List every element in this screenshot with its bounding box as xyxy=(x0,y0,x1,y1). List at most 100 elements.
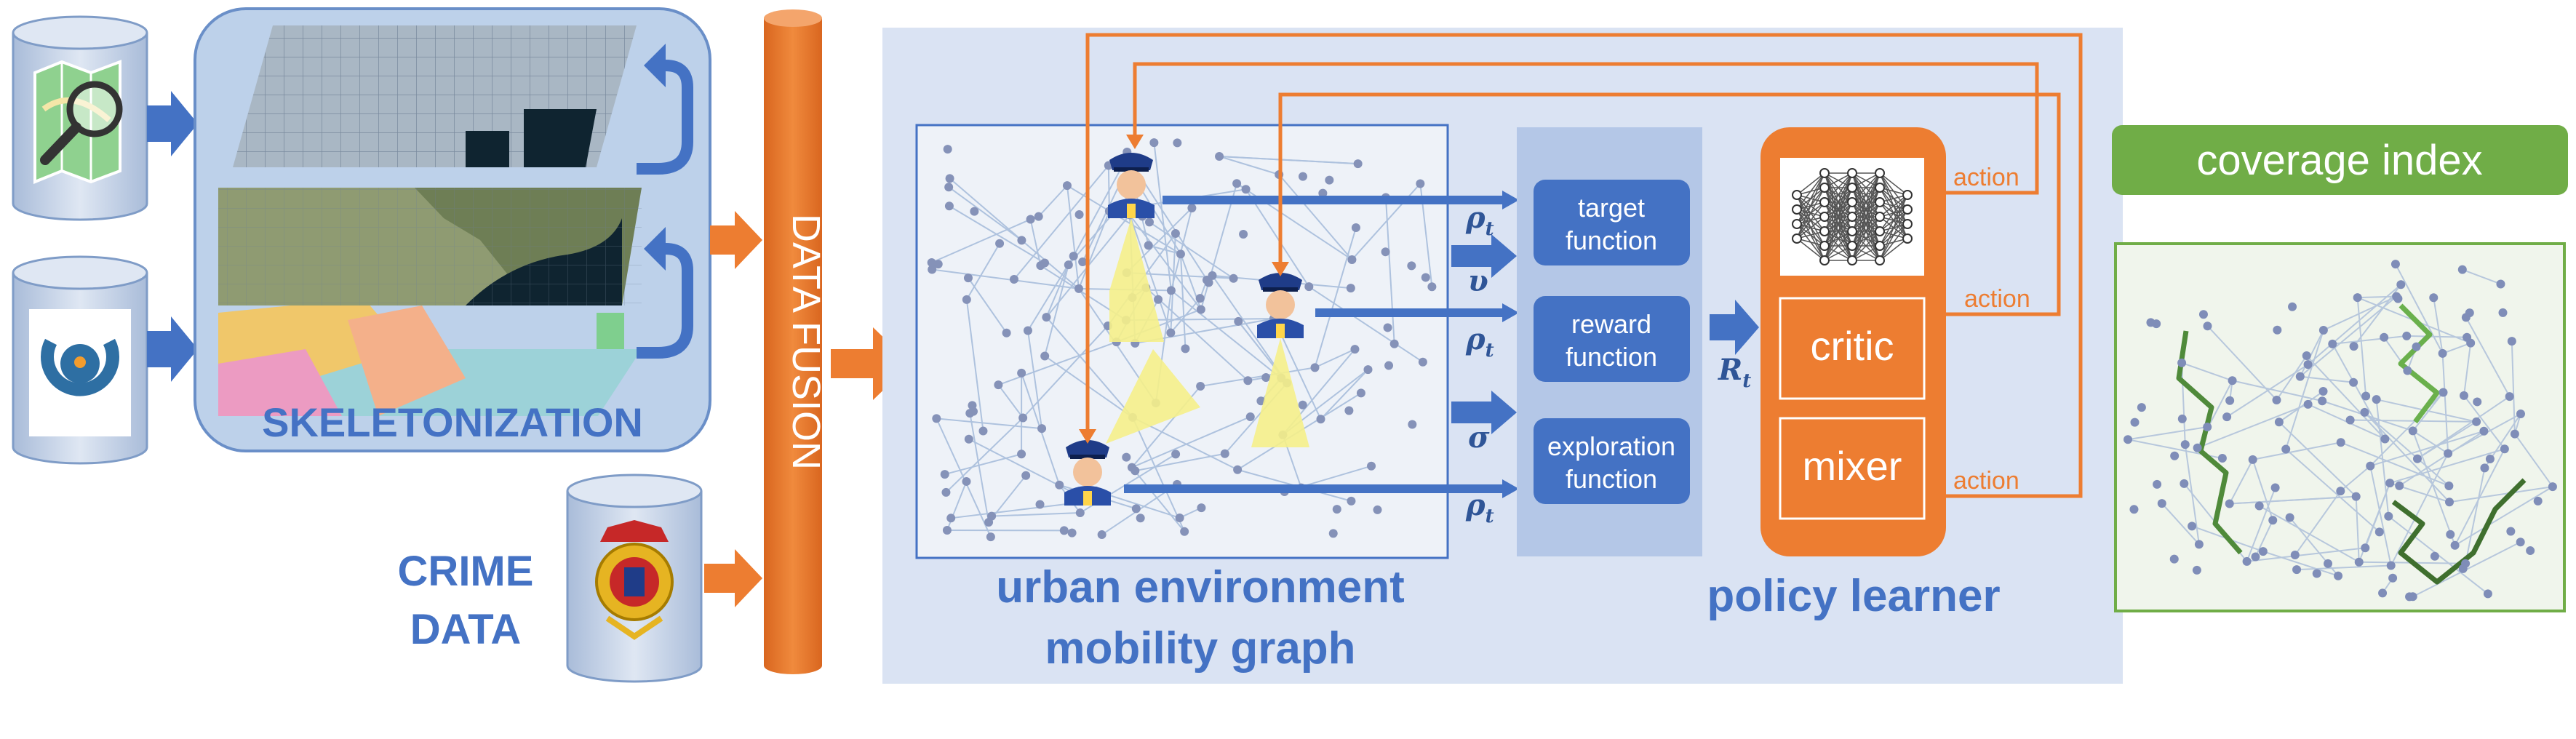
data-fusion-pillar: DATA FUSION xyxy=(764,9,828,674)
graph-node xyxy=(2272,395,2281,404)
graph-node xyxy=(2366,461,2375,471)
graph-node xyxy=(2388,573,2398,583)
graph-node xyxy=(962,295,971,304)
graph-node xyxy=(928,265,937,274)
graph-node xyxy=(2457,265,2467,274)
graph-edge xyxy=(992,512,1080,517)
graph-node xyxy=(1328,529,1338,538)
graph-node xyxy=(2129,505,2139,514)
graph-edge xyxy=(2412,430,2449,455)
graph-node xyxy=(1173,138,1182,148)
graph-node xyxy=(2429,293,2439,303)
graph-node xyxy=(963,273,973,283)
graph-node xyxy=(2461,559,2471,568)
nn-node xyxy=(1792,219,1802,229)
nn-edge xyxy=(1824,216,1853,261)
graph-node xyxy=(2533,496,2543,506)
nn-edge xyxy=(1851,216,1881,261)
graph-edge xyxy=(1072,156,1128,257)
police-officer-icon xyxy=(1108,153,1155,218)
graph-node xyxy=(2254,501,2264,511)
graph-node xyxy=(986,532,995,542)
graph-node xyxy=(2274,418,2284,427)
nn-node xyxy=(1819,168,1830,178)
graph-node xyxy=(2318,325,2328,335)
police-officer-icon xyxy=(1257,273,1304,338)
graph-edge xyxy=(1044,264,1069,356)
graph-node xyxy=(2353,293,2362,303)
graph-node xyxy=(1040,351,1050,361)
graph-node xyxy=(1023,326,1032,335)
graph-node xyxy=(2318,396,2327,406)
graph-node xyxy=(1298,172,1307,181)
graph-node xyxy=(1074,209,1084,219)
graph-node xyxy=(2295,372,2305,381)
graph-edge xyxy=(2465,316,2511,397)
graph-edge xyxy=(2252,459,2274,521)
graph-edge xyxy=(936,418,992,538)
graph-node xyxy=(2137,403,2146,412)
graph-node xyxy=(2192,565,2201,575)
graph-node xyxy=(1154,295,1163,304)
graph-node xyxy=(2303,360,2313,370)
graph-edge xyxy=(2300,295,2397,378)
graph-node xyxy=(2403,366,2412,375)
graph-node xyxy=(1195,294,1205,303)
target-function-line2: function xyxy=(1566,225,1657,255)
graph-node xyxy=(1383,323,1392,332)
graph-node xyxy=(2450,540,2460,550)
graph-edge xyxy=(945,417,1024,493)
graph-edge xyxy=(1170,207,1193,291)
nn-edge xyxy=(1851,187,1881,261)
graph-node xyxy=(2345,415,2355,425)
arrow-map-to-skeleton xyxy=(147,91,198,156)
graph-node xyxy=(2393,294,2403,303)
graph-node xyxy=(2124,435,2133,444)
graph-node xyxy=(1181,344,1190,353)
graph-edge xyxy=(2463,395,2505,450)
graph-node xyxy=(984,517,994,527)
graph-node xyxy=(1346,284,1355,293)
graph-node xyxy=(946,514,956,523)
graph-edge xyxy=(2300,375,2354,383)
exploration-function-line1: exploration xyxy=(1547,431,1675,461)
nn-node xyxy=(1847,241,1857,251)
graph-node xyxy=(1408,420,1417,429)
graph-edge xyxy=(1149,221,1235,279)
graph-node xyxy=(1009,274,1018,284)
graph-edge xyxy=(2355,496,2360,562)
graph-node xyxy=(2507,337,2516,346)
graph-node xyxy=(994,380,1003,390)
graph-node xyxy=(943,145,952,154)
graph-node xyxy=(1171,450,1181,459)
graph-edge xyxy=(2276,355,2308,401)
graph-node xyxy=(2222,412,2232,422)
graph-node xyxy=(1416,179,1425,188)
graph-edge xyxy=(965,243,1000,300)
graph-node xyxy=(1017,368,1026,378)
graph-node xyxy=(2290,550,2300,559)
nn-edge xyxy=(1796,172,1825,196)
graph-node xyxy=(2466,338,2476,348)
graph-node xyxy=(1064,260,1073,270)
graph-edge xyxy=(2514,434,2553,487)
data-fusion-label: DATA FUSION xyxy=(784,214,828,470)
graph-node xyxy=(2248,455,2257,464)
graph-edge xyxy=(2246,547,2366,562)
graph-edge xyxy=(2412,431,2456,546)
nn-edge xyxy=(1851,201,1881,261)
graph-node xyxy=(1356,388,1365,398)
graph-node xyxy=(1180,527,1189,536)
graph-node xyxy=(1166,286,1176,295)
crime-data-cylinder xyxy=(566,474,703,683)
nn-edge xyxy=(1796,172,1825,210)
graph-node xyxy=(944,201,954,211)
graph-edge xyxy=(2375,399,2390,516)
nn-edge xyxy=(1851,172,1881,232)
graph-edge xyxy=(2306,355,2386,440)
graph-node xyxy=(2395,481,2404,490)
nn-edge xyxy=(1796,187,1825,239)
graph-edge xyxy=(1078,210,1110,289)
graph-edge xyxy=(2442,342,2471,354)
crime-data-label-line2: DATA xyxy=(410,606,521,653)
